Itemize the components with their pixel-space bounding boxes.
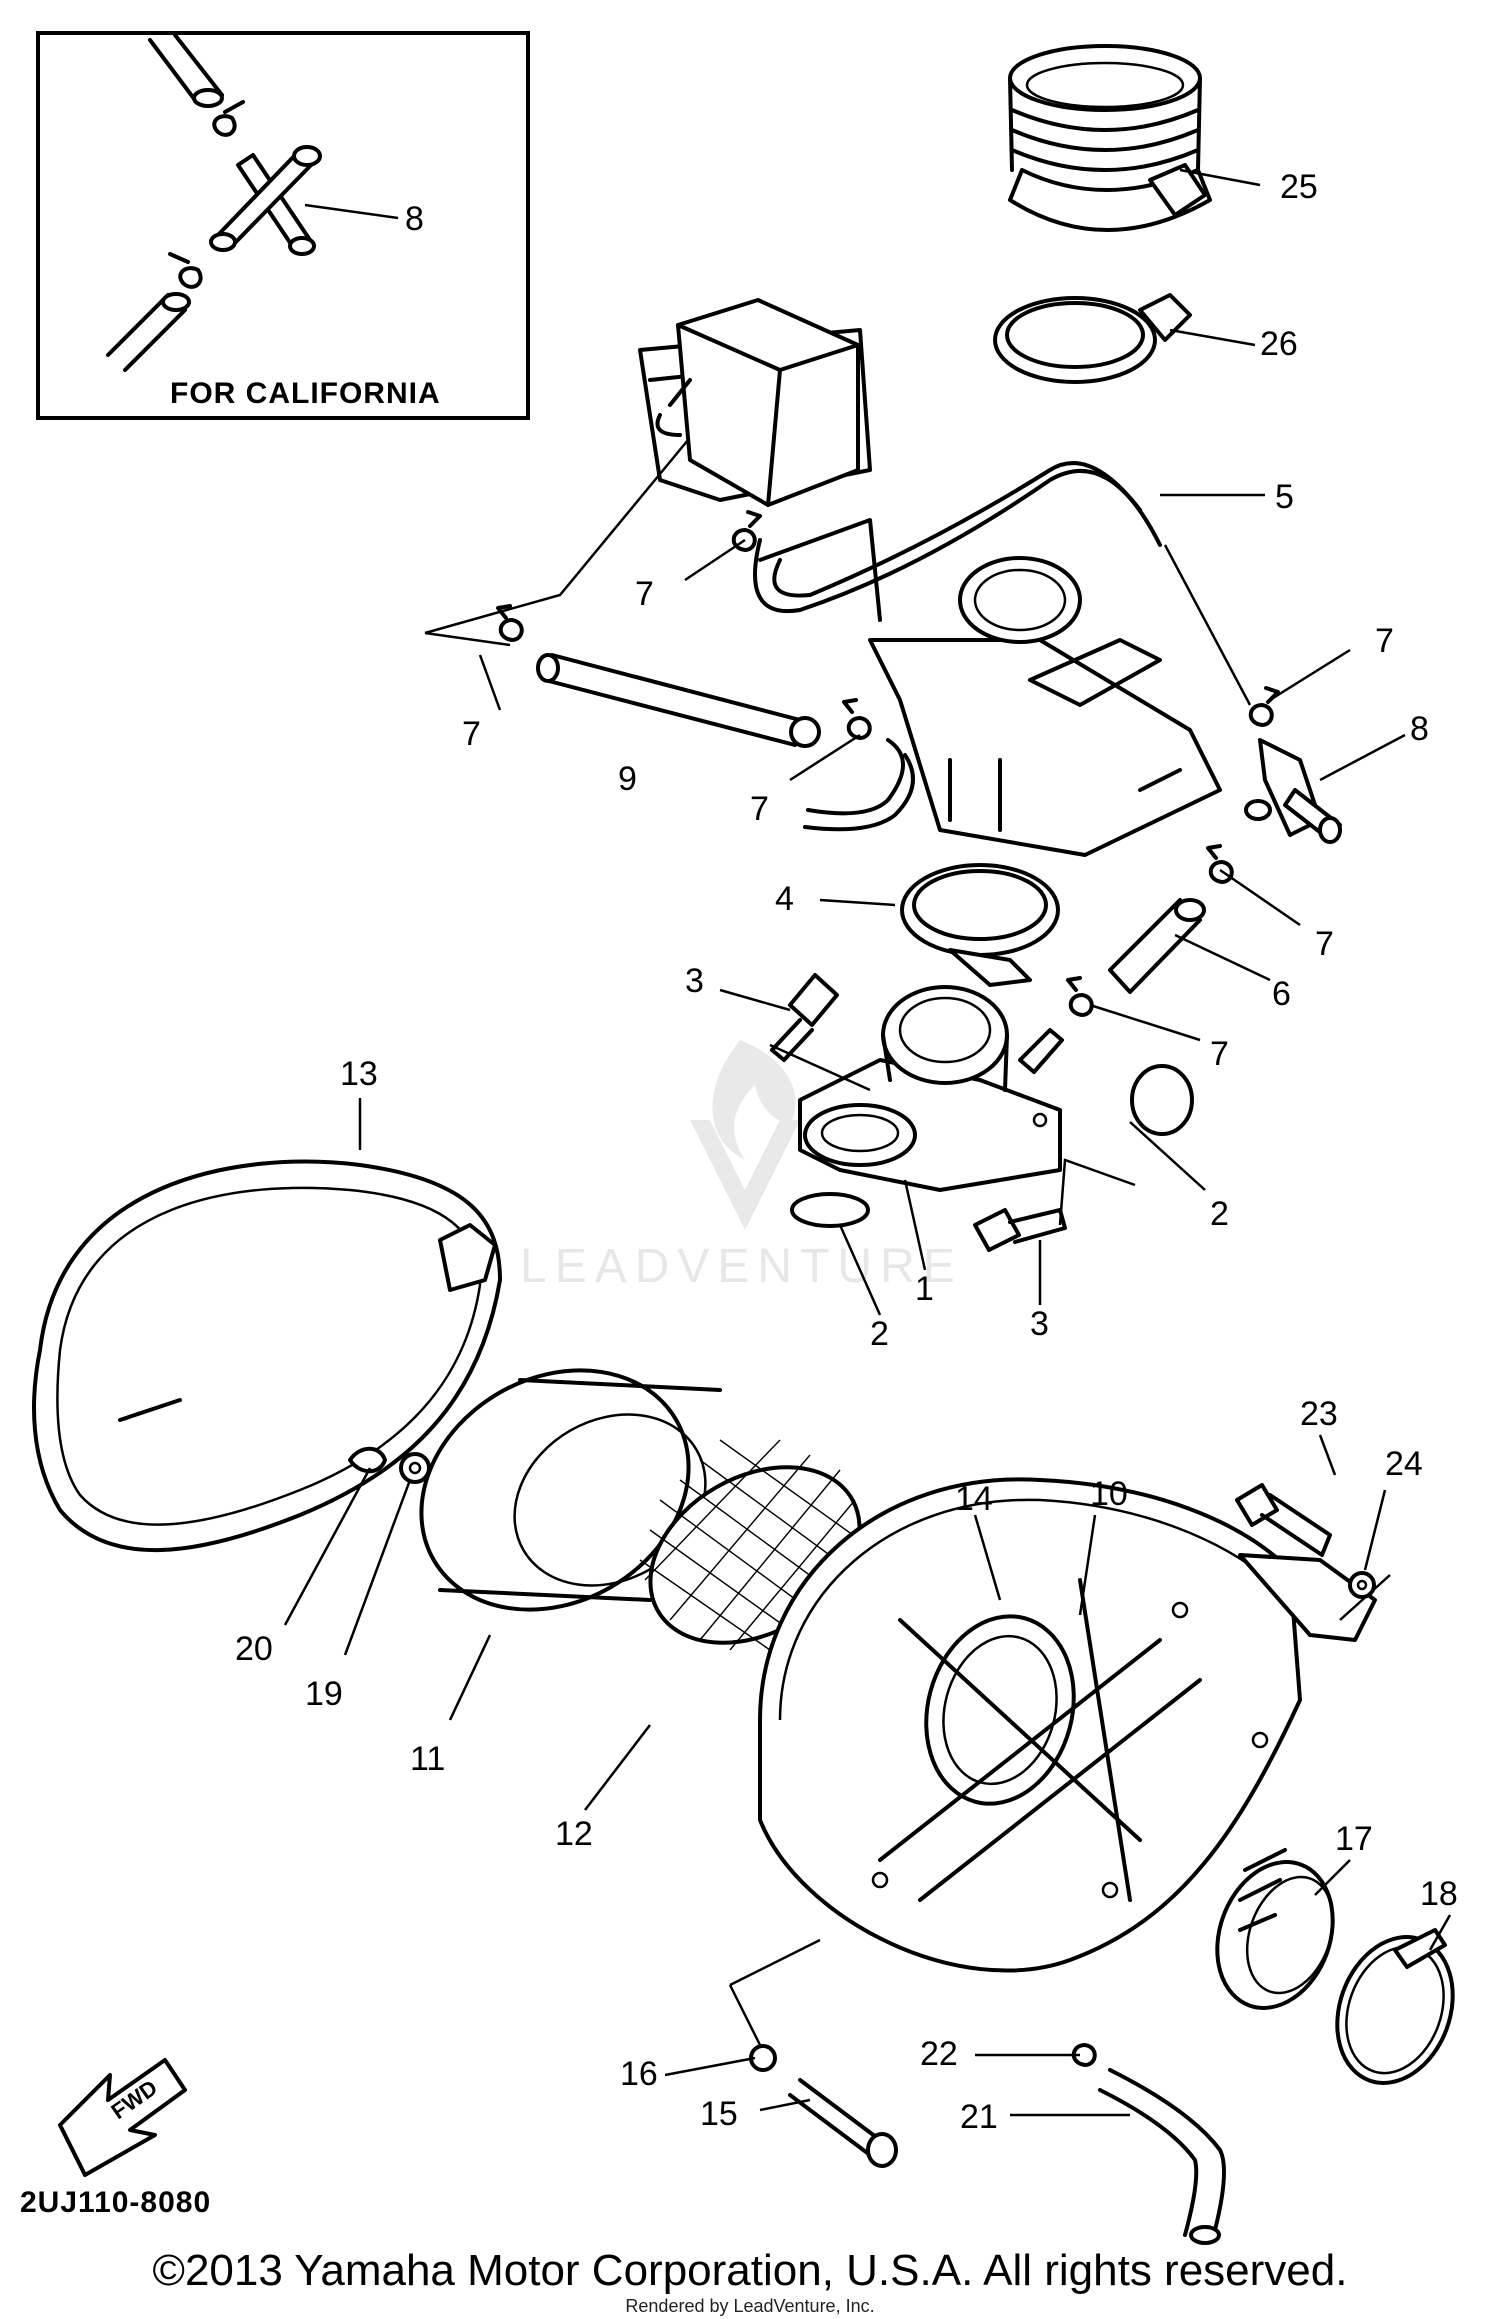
inset-t-fitting [209,145,322,256]
callout-21: 21 [960,2098,998,2136]
inset-hose-bottom [106,292,191,372]
rendered-by-notice: Rendered by LeadVenture, Inc. [625,2296,875,2316]
callout-7: 7 [462,715,481,753]
inset-callout-8: 8 [405,200,424,238]
inset-clamp-bottom [168,252,203,289]
callout-16: 16 [620,2055,658,2093]
part-8-t-fitting [1244,738,1342,844]
callout-7: 7 [1210,1035,1229,1073]
part-5-hose [753,461,1162,614]
leader-line [1163,544,1252,706]
callout-3: 3 [1030,1305,1049,1343]
part-1-carb-joint [798,985,1064,1192]
part-11-element [419,1368,722,1612]
diagram-code: 2UJ110-8080 [20,2186,211,2219]
part-21-drain-hose [1098,2068,1226,2245]
inset-frame [36,31,530,420]
callout-25: 25 [1280,168,1318,206]
part-4-band [900,863,1060,987]
callout-7: 7 [1375,622,1394,660]
part-15-bolt [788,2078,898,2168]
part-7-clamp [496,604,524,642]
part-7-clamp [1206,844,1234,884]
part-3-bolt [973,1208,1067,1252]
part-25-intake-boot [1008,44,1212,232]
leader-line [769,1043,1136,1226]
callout-3: 3 [685,962,704,1000]
callout-24: 24 [1385,1445,1423,1483]
callout-2: 2 [870,1315,889,1353]
part-17-joint [1215,1848,1335,2010]
part-23-bolt [1235,1483,1332,1557]
copyright-notice: ©2013 Yamaha Motor Corporation, U.S.A. A… [152,2246,1348,2295]
callout-10: 10 [1090,1475,1128,1513]
part-2-o-ring [790,1192,870,1228]
part-18-clamp [1335,1928,1455,2085]
watermark-text: LEADVENTURE [520,1240,963,1293]
callout-23: 23 [1300,1395,1338,1433]
inset-clamp-top [212,100,245,137]
part-19-washer [399,1452,431,1484]
part-26-band [993,293,1192,384]
canister [655,298,860,507]
callout-4: 4 [775,880,794,918]
leader-line [1339,1574,1391,1621]
part-24-washer [1348,1571,1376,1599]
part-7-clamp [1248,686,1280,727]
part-2-o-ring [1130,1064,1194,1136]
california-inset: 8 FOR CALIFORNIA [36,31,530,420]
callout-13: 13 [340,1055,378,1093]
callout-15: 15 [700,2095,738,2133]
part-7-clamp [842,698,872,740]
callout-7: 7 [635,575,654,613]
fwd-arrow-icon: FWD [58,2058,187,2177]
callout-8: 8 [1410,710,1429,748]
callout-19: 19 [305,1675,343,1713]
callout-6: 6 [1272,975,1291,1013]
leader-line [424,439,689,647]
inset-caption: FOR CALIFORNIA [170,377,441,410]
callout-17: 17 [1335,1820,1373,1858]
callout-2: 2 [1210,1195,1229,1233]
callout-9: 9 [618,760,637,798]
callout-14: 14 [955,1480,993,1518]
callout-5: 5 [1275,478,1294,516]
callout-11: 11 [410,1740,445,1778]
part-13-cover [32,1159,502,1553]
callout-leaders [283,168,1452,2117]
watermark-logo: LEADVENTURE [520,1040,963,1293]
part-10-14-air-box [758,1477,1377,1973]
callout-7: 7 [1315,925,1334,963]
part-9-hose [536,653,821,748]
callout-7: 7 [750,790,769,828]
callout-22: 22 [920,2035,958,2073]
part-6-hose [1108,898,1206,994]
leader-line [728,1938,821,2046]
inset-leader-8 [304,203,399,220]
callout-26: 26 [1260,325,1298,363]
part-22-clamp [1071,2043,1097,2067]
callout-12: 12 [555,1815,593,1853]
callout-1: 1 [915,1270,934,1308]
part-3-bolt [770,973,839,1062]
callout-20: 20 [235,1630,273,1668]
inset-hose-top [148,33,224,108]
part-7-clamp [1066,976,1094,1017]
part-7-clamp [731,510,762,552]
carb-drain-hose [803,738,915,832]
callout-18: 18 [1420,1875,1458,1913]
